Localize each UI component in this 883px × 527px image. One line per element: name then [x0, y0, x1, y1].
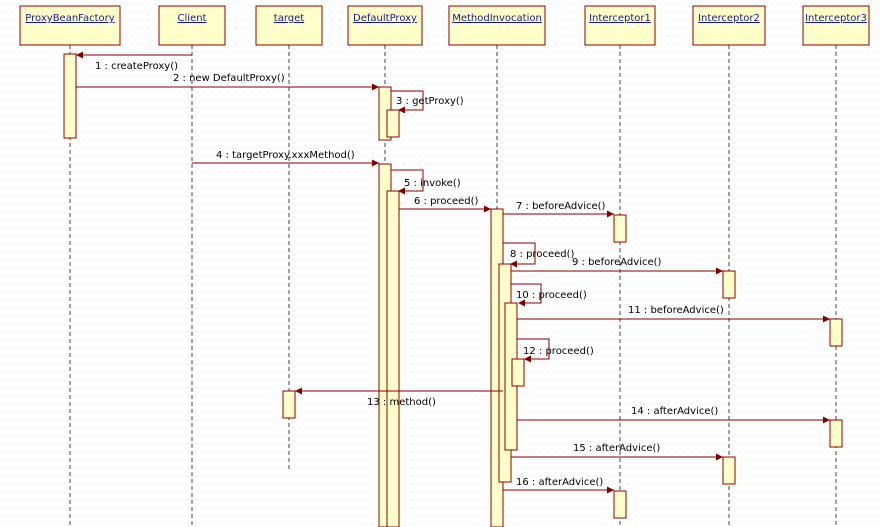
- message-label: 1 : createProxy(): [95, 61, 178, 72]
- self-message-loop: [391, 90, 424, 111]
- lifeline-box-i3: [802, 5, 870, 46]
- lifeline-label-mi: MethodInvocation: [452, 13, 542, 24]
- activation-bar-dp: [386, 190, 400, 527]
- lifeline-label-pbf: ProxyBeanFactory: [25, 13, 114, 24]
- message-label: 15 : afterAdvice(): [573, 443, 660, 454]
- message-10[interactable]: 10 : proceed(): [511, 283, 587, 307]
- lifelines: [69, 45, 837, 527]
- arrowhead: [372, 83, 379, 91]
- activations: [63, 53, 843, 527]
- message-15[interactable]: 15 : afterAdvice(): [511, 443, 723, 461]
- lifeline-label-client: Client: [178, 13, 207, 24]
- message-label: 5 : invoke(): [404, 178, 461, 189]
- message-2[interactable]: 2 : new DefaultProxy(): [76, 73, 379, 91]
- activation-bar-mi: [511, 358, 525, 387]
- arrowhead: [398, 106, 405, 114]
- lifeline-label-dp: DefaultProxy: [353, 13, 417, 24]
- message-label: 10 : proceed(): [516, 290, 587, 301]
- lifeline-header-pbf[interactable]: ProxyBeanFactory: [19, 5, 121, 46]
- message-label: 12 : proceed(): [523, 346, 594, 357]
- arrowhead: [607, 210, 614, 218]
- arrowhead: [823, 416, 830, 424]
- message-label: 14 : afterAdvice(): [631, 406, 718, 417]
- message-1[interactable]: 1 : createProxy(): [76, 51, 192, 73]
- message-13[interactable]: 13 : method(): [295, 387, 503, 409]
- lifeline-headers: ProxyBeanFactory Client target DefaultProxy…: [19, 5, 870, 46]
- activation-bar-i3: [829, 318, 843, 347]
- message-label: 8 : proceed(): [510, 249, 574, 260]
- message-3[interactable]: 3 : getProxy(): [391, 90, 464, 114]
- lifeline-box-i2: [692, 5, 766, 46]
- arrowhead: [510, 260, 517, 268]
- activation-bar-dp: [386, 109, 400, 138]
- lifeline-box-target: [255, 5, 323, 46]
- lifeline-label-i3: Interceptor3: [805, 13, 867, 24]
- lifeline-box-pbf: [19, 5, 121, 46]
- activation-bar-i2: [722, 456, 736, 485]
- lifeline-header-i2[interactable]: Interceptor2: [692, 5, 766, 46]
- activation-bar-i3: [829, 419, 843, 448]
- arrowhead: [716, 453, 723, 461]
- message-11[interactable]: 11 : beforeAdvice(): [517, 305, 830, 323]
- activation-bar-pbf: [63, 53, 77, 139]
- self-message-loop: [517, 338, 550, 360]
- lifeline-box-client: [158, 5, 226, 46]
- lifeline-header-i1[interactable]: Interceptor1: [584, 5, 656, 46]
- arrowhead: [607, 486, 614, 494]
- message-4[interactable]: 4 : targetProxy.xxxMethod(): [192, 150, 379, 167]
- arrowhead: [524, 355, 531, 363]
- arrowhead: [484, 205, 491, 213]
- arrowhead: [823, 315, 830, 323]
- lifeline-header-dp[interactable]: DefaultProxy: [347, 5, 423, 46]
- self-message-loop: [391, 169, 424, 192]
- message-label: 3 : getProxy(): [396, 96, 464, 107]
- lifeline-box-mi: [448, 5, 546, 46]
- message-label: 9 : beforeAdvice(): [572, 257, 662, 268]
- lifeline-box-dp: [347, 5, 423, 46]
- message-16[interactable]: 16 : afterAdvice(): [503, 477, 614, 494]
- self-message-loop: [511, 283, 542, 304]
- activation-bar-i2: [722, 270, 736, 299]
- lifeline-label-target: target: [274, 13, 304, 24]
- message-label: 7 : beforeAdvice(): [516, 201, 606, 212]
- self-message-loop: [503, 242, 536, 265]
- message-label: 4 : targetProxy.xxxMethod(): [216, 150, 355, 161]
- message-6[interactable]: 6 : proceed(): [399, 196, 491, 213]
- activation-bar-i1: [613, 214, 627, 243]
- lifeline-header-client[interactable]: Client: [158, 5, 226, 46]
- message-5[interactable]: 5 : invoke(): [391, 169, 461, 195]
- lifeline-header-mi[interactable]: MethodInvocation: [448, 5, 546, 46]
- arrowhead: [372, 159, 379, 167]
- message-9[interactable]: 9 : beforeAdvice(): [511, 257, 723, 275]
- lifeline-label-i1: Interceptor1: [589, 13, 651, 24]
- message-12[interactable]: 12 : proceed(): [517, 338, 594, 363]
- message-7[interactable]: 7 : beforeAdvice(): [503, 201, 614, 218]
- message-label: 13 : method(): [367, 397, 436, 408]
- arrowhead: [76, 51, 83, 59]
- arrowhead: [295, 387, 302, 395]
- message-14[interactable]: 14 : afterAdvice(): [517, 406, 830, 424]
- lifeline-header-target[interactable]: target: [255, 5, 323, 46]
- arrowhead: [716, 267, 723, 275]
- message-label: 2 : new DefaultProxy(): [173, 73, 285, 84]
- arrowhead: [518, 299, 525, 307]
- lifeline-label-i2: Interceptor2: [698, 13, 760, 24]
- lifeline-box-i1: [584, 5, 656, 46]
- lifeline-header-i3[interactable]: Interceptor3: [802, 5, 870, 46]
- arrowhead: [398, 187, 405, 195]
- message-label: 16 : afterAdvice(): [516, 477, 603, 488]
- messages: 1 : createProxy()2 : new DefaultProxy() 3…: [76, 51, 830, 494]
- message-label: 6 : proceed(): [414, 196, 478, 207]
- message-label: 11 : beforeAdvice(): [628, 305, 724, 316]
- activation-bar-target: [282, 390, 296, 419]
- message-8[interactable]: 8 : proceed(): [503, 242, 574, 268]
- activation-bar-i1: [613, 490, 627, 519]
